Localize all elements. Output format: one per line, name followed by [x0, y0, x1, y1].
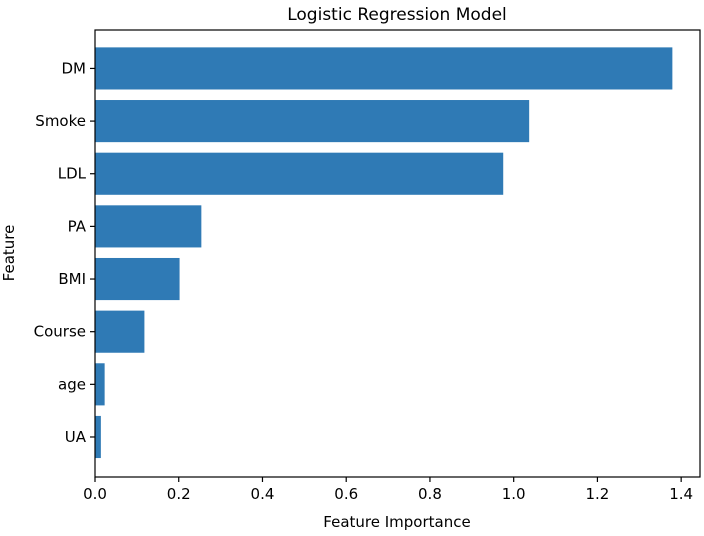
bar-ua [95, 415, 101, 459]
plot-frame [94, 29, 701, 478]
y-tick-label: UA [65, 428, 87, 446]
x-tick-label: 0.8 [418, 485, 442, 503]
x-tick-label: 0.6 [334, 485, 358, 503]
bar-pa [95, 205, 202, 248]
y-axis-label: Feature [0, 225, 18, 282]
bar-smoke [95, 100, 530, 143]
x-tick-label: 0.2 [167, 485, 191, 503]
y-tick-label: PA [68, 217, 87, 235]
x-axis-label: Feature Importance [323, 513, 470, 531]
bar-ldl [95, 152, 504, 195]
x-tick-label: 1.4 [669, 485, 693, 503]
y-tick-label: Course [34, 323, 86, 341]
x-tick-label: 1.2 [585, 485, 609, 503]
y-tick-label: Smoke [35, 112, 86, 130]
bar-course [95, 310, 145, 353]
x-tick-label: 0.4 [251, 485, 275, 503]
bar-age [95, 363, 105, 406]
bar-bmi [95, 257, 180, 301]
y-tick-label: DM [62, 59, 87, 77]
y-tick-label: BMI [58, 270, 86, 288]
x-tick-label: 1.0 [502, 485, 526, 503]
x-tick-label: 0.0 [83, 485, 107, 503]
y-tick-label: LDL [58, 165, 87, 183]
bar-dm [95, 47, 673, 90]
y-tick-label: age [58, 375, 86, 393]
chart-title: Logistic Regression Model [287, 5, 507, 25]
